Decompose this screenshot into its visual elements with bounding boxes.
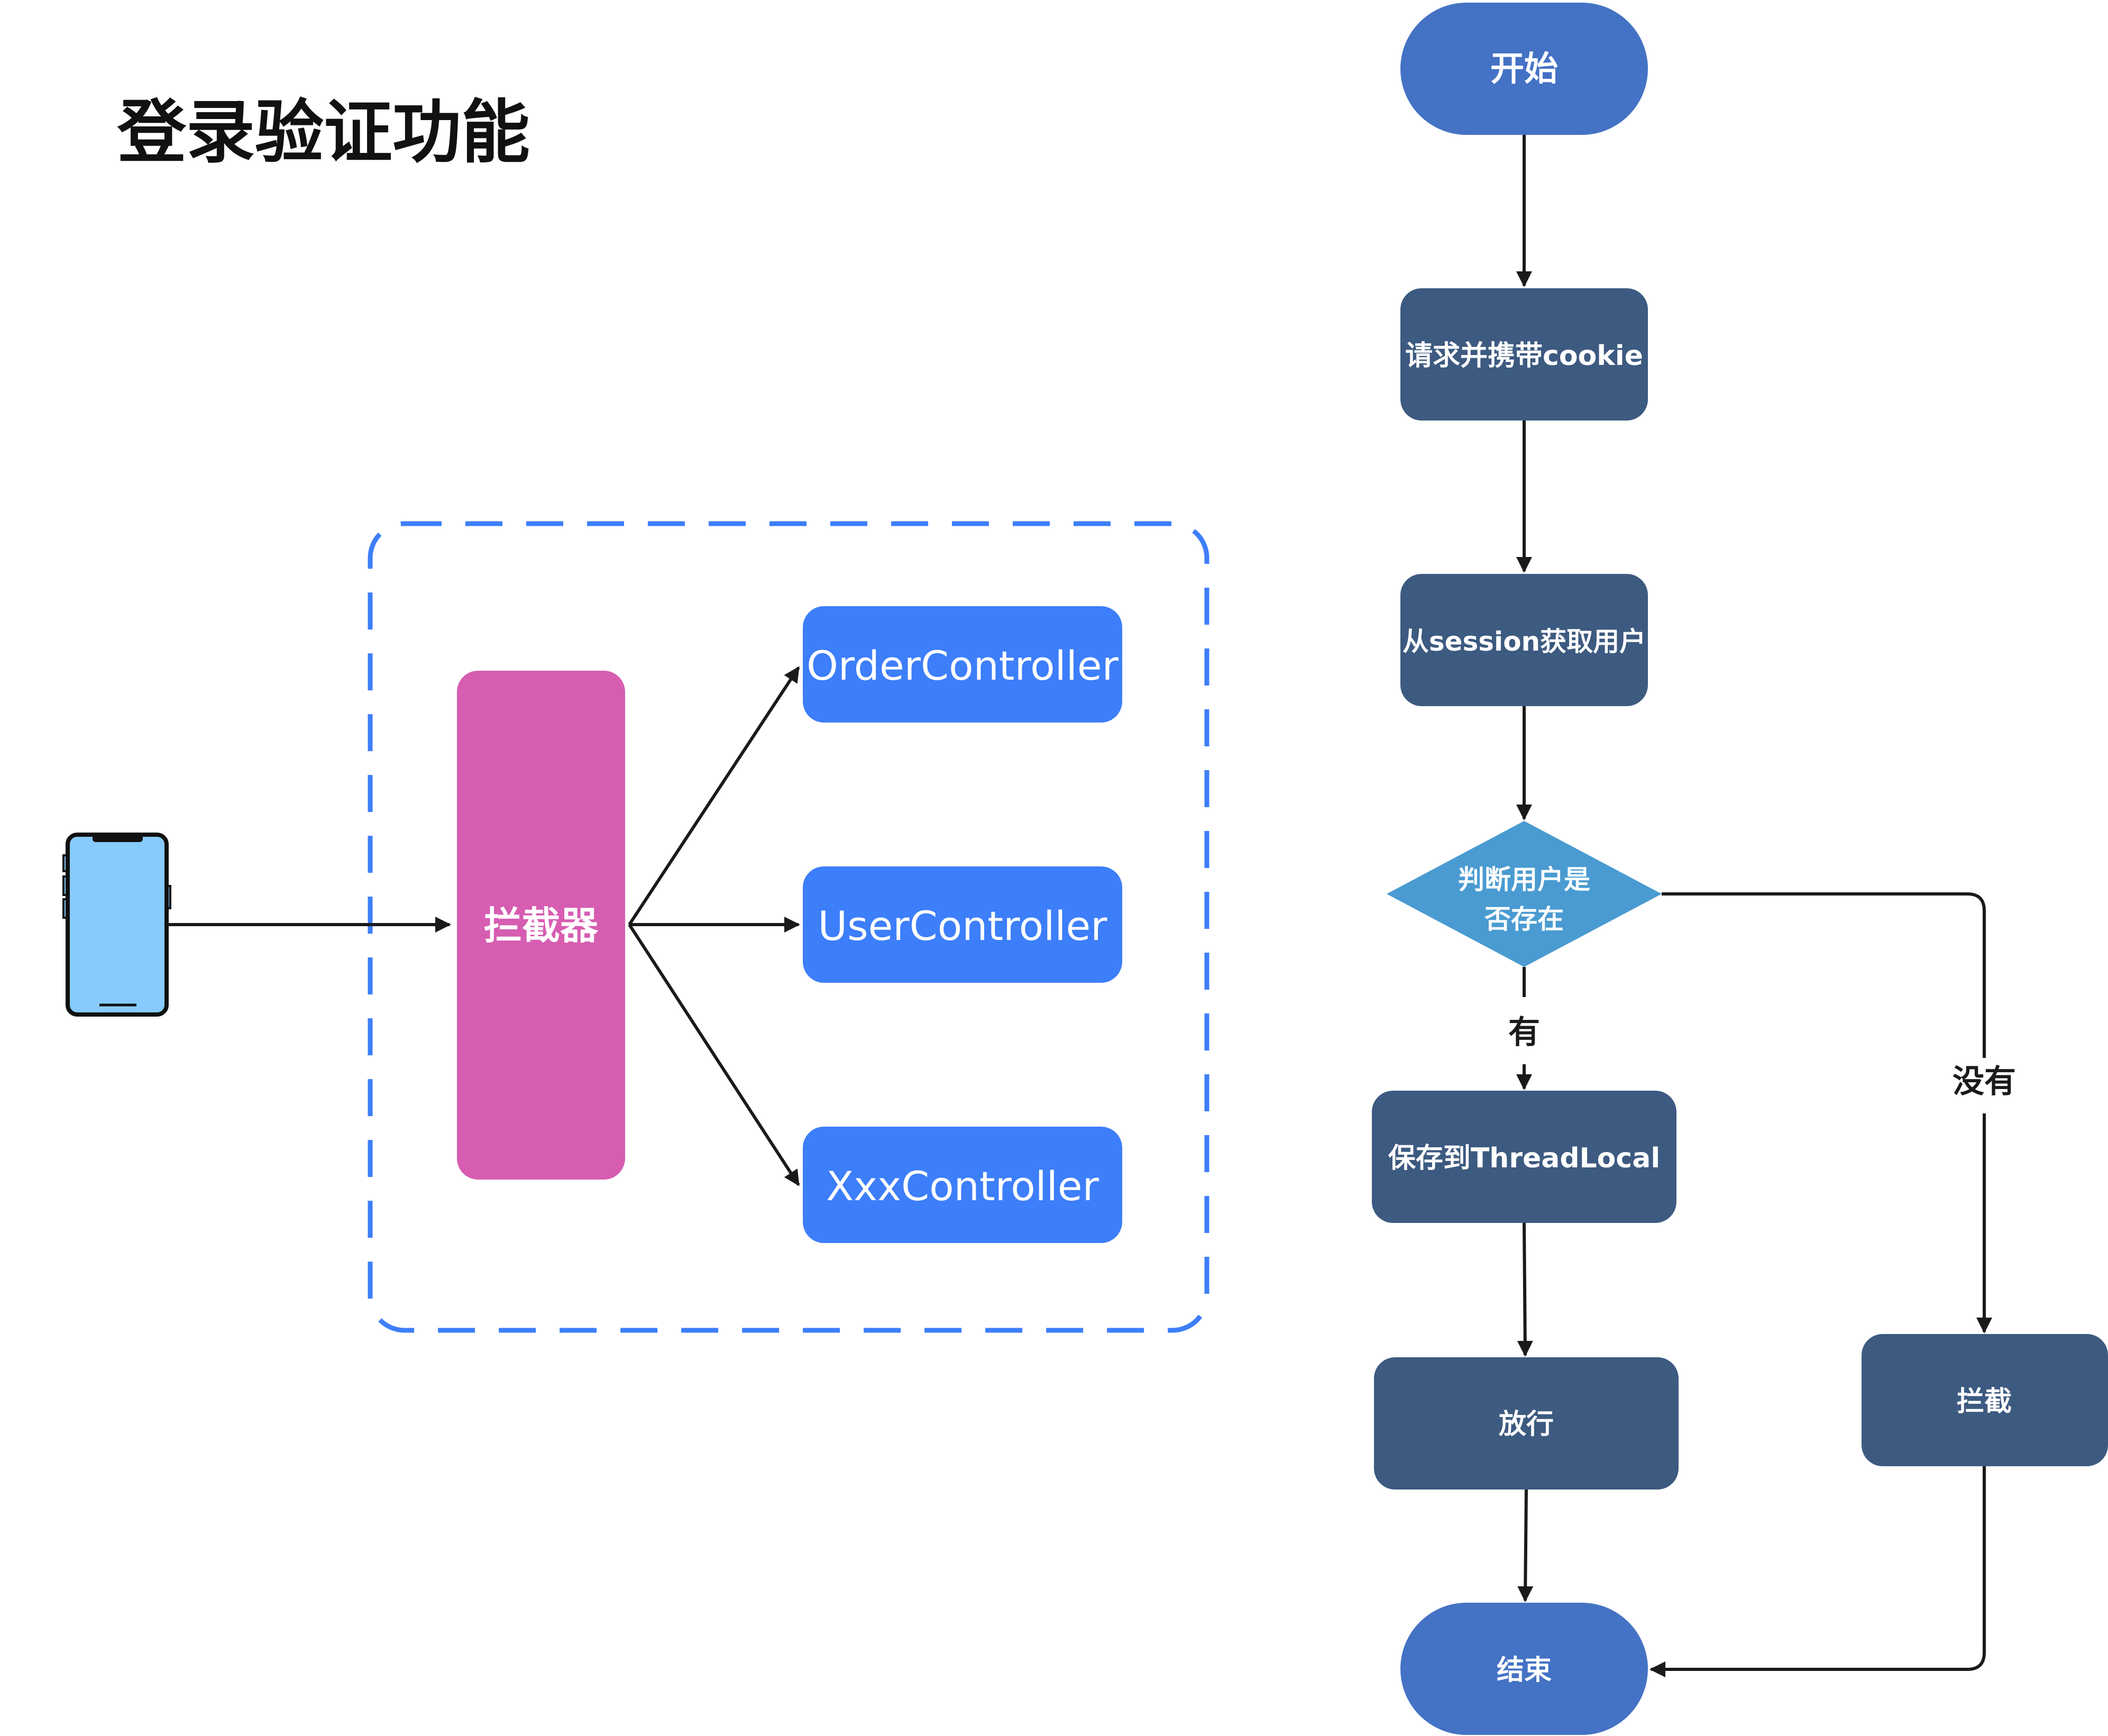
arrow-intercept-to-end [1649,1466,1986,1677]
page-title: 登录验证功能 [117,92,530,172]
flow-decision-label-line2: 否存在 [1484,904,1564,935]
interceptor-container [368,521,1209,1333]
interceptor-label: 拦截器 [484,903,599,948]
flow-no-label: 没有 [1953,1063,2016,1100]
flow-end-label: 结束 [1497,1655,1552,1686]
user-controller-box: UserController [803,866,1122,983]
flow-end-node: 结束 [1400,1603,1648,1735]
flow-save-label: 保存到ThreadLocal [1388,1143,1660,1174]
flow-allow-node: 放行 [1374,1357,1679,1490]
flow-save-node: 保存到ThreadLocal [1372,1091,1676,1223]
flow-allow-label: 放行 [1499,1409,1554,1440]
flow-request-node: 请求并携带cookie [1400,288,1648,421]
order-controller-label: OrderController [806,642,1119,689]
flow-intercept-node: 拦截 [1862,1334,2108,1466]
flow-request-label: 请求并携带cookie [1405,340,1643,372]
flow-decision-label-line1: 判断用户是 [1458,864,1590,895]
flow-yes-label: 有 [1508,1014,1540,1051]
flow-fetch-user-label: 从session获取用户 [1403,626,1646,657]
arrow-to-xxx-controller [628,924,800,1186]
arrow-to-order-controller [628,666,800,926]
user-controller-label: UserController [818,902,1107,949]
flow-decision-node: 判断用户是 否存在 [1387,821,1662,967]
smartphone-icon [62,833,171,1017]
order-controller-box: OrderController [803,606,1122,723]
interceptor-box: 拦截器 [457,671,625,1180]
flow-fetch-user-node: 从session获取用户 [1400,574,1648,706]
flow-intercept-label: 拦截 [1957,1386,2012,1418]
flow-start-label: 开始 [1490,50,1558,89]
arrow-allow-to-end [1517,1489,1534,1602]
arrow-decision-no-path [1662,892,1986,1058]
flow-start-node: 开始 [1400,3,1648,135]
arrow-save-to-allow [1517,1222,1533,1357]
xxx-controller-box: XxxController [803,1127,1122,1243]
xxx-controller-label: XxxController [826,1163,1099,1210]
